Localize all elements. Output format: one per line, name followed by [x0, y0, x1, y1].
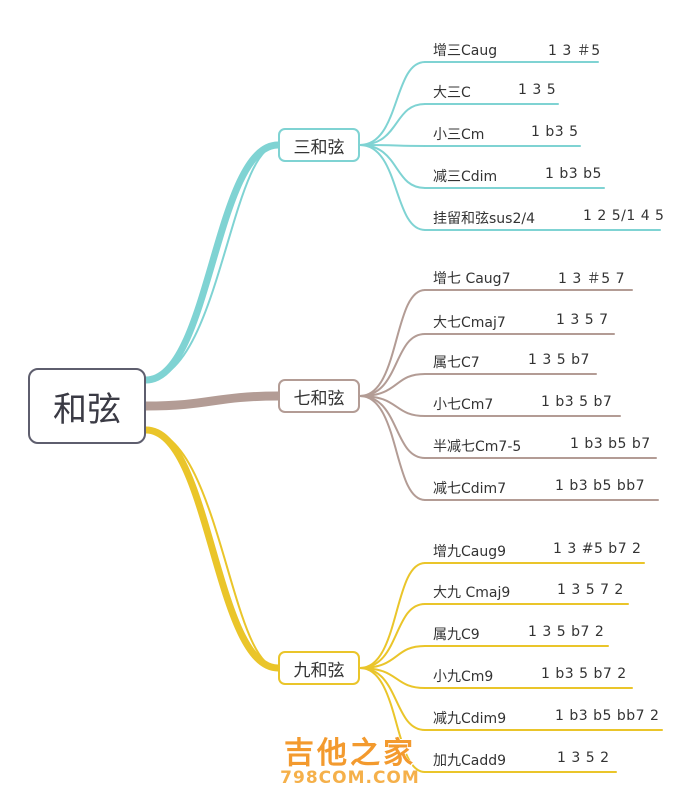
chord-notes: 1 3 5 — [518, 82, 557, 98]
chord-notes: 1 3 5 7 2 — [557, 582, 624, 598]
chord-notes: 1 b3 b5 bb7 2 — [555, 708, 660, 724]
leaf-connector-1-1 — [359, 333, 426, 397]
chord-name: 增七 Caug7 — [433, 271, 511, 287]
chord-notes: 1 3 5 b7 — [528, 352, 590, 368]
chord-notes: 1 b3 b5 bb7 — [555, 478, 646, 494]
leaf-connector-0-0 — [359, 61, 426, 146]
root-connector-0 — [142, 141, 282, 384]
chord-name: 半减七Cm7-5 — [433, 439, 522, 455]
chord-name: 大三C — [433, 85, 471, 101]
leaf-connector-1-5 — [359, 395, 426, 501]
leaf-connector-1-3 — [359, 395, 426, 417]
chord-name: 小三Cm — [433, 127, 485, 143]
leaf-connector-0-4 — [359, 144, 426, 231]
leaf-connector-0-3 — [359, 144, 426, 189]
chord-name: 小七Cm7 — [433, 397, 494, 413]
chord-notes: 1 3 ＃5 7 — [558, 271, 625, 287]
chord-notes: 1 3 ＃5 — [548, 43, 601, 59]
chord-notes: 1 3 5 7 — [556, 312, 609, 328]
chord-name: 小九Cm9 — [433, 669, 494, 685]
chord-name: 减三Cdim — [433, 169, 498, 185]
branch-node-0: 三和弦 — [278, 128, 360, 162]
chord-notes: 1 2 5/1 4 5 — [583, 208, 665, 224]
root-connector-thin-0 — [145, 144, 279, 381]
chord-name: 大七Cmaj7 — [433, 315, 506, 331]
chord-notes: 1 3 5 b7 2 — [528, 624, 605, 640]
branch-label: 九和弦 — [293, 660, 345, 681]
branch-label: 三和弦 — [293, 137, 345, 158]
chord-notes: 1 3 #5 b7 2 — [553, 541, 642, 557]
leaf-connector-2-5 — [359, 667, 426, 773]
chord-name: 挂留和弦sus2/4 — [433, 211, 535, 227]
branch-label: 七和弦 — [293, 388, 345, 409]
branch-node-2: 九和弦 — [278, 651, 360, 685]
chord-notes: 1 3 5 2 — [557, 750, 610, 766]
chord-notes: 1 b3 5 b7 2 — [541, 666, 627, 682]
leaf-connector-2-0 — [359, 562, 426, 669]
chord-notes: 1 b3 b5 b7 — [570, 436, 651, 452]
chord-notes: 1 b3 5 — [531, 124, 579, 140]
chord-notes: 1 b3 5 b7 — [541, 394, 613, 410]
leaf-connector-2-2 — [359, 645, 426, 669]
chord-name: 减九Cdim9 — [433, 711, 507, 727]
root-connector-thin-2 — [145, 429, 279, 669]
chord-notes: 1 b3 b5 — [545, 166, 602, 182]
root-node-chords: 和弦 — [28, 368, 146, 444]
chord-name: 大九 Cmaj9 — [433, 585, 511, 601]
leaf-connector-0-1 — [359, 103, 426, 146]
leaf-connector-1-0 — [359, 289, 426, 397]
branch-node-1: 七和弦 — [278, 379, 360, 413]
chord-name: 属九C9 — [433, 627, 480, 643]
leaf-connector-2-4 — [359, 667, 426, 731]
chord-name: 增三Caug — [433, 43, 498, 59]
root-connector-2 — [142, 426, 282, 672]
leaf-connector-1-4 — [359, 395, 426, 459]
chord-name: 增九Caug9 — [433, 544, 507, 560]
leaf-connector-1-2 — [359, 373, 426, 397]
chord-name: 减七Cdim7 — [433, 481, 507, 497]
leaf-connector-2-3 — [359, 667, 426, 689]
root-label: 和弦 — [53, 389, 121, 430]
root-connector-thin-1 — [145, 395, 279, 407]
leaf-connector-2-1 — [359, 603, 426, 669]
chord-name: 属七C7 — [433, 355, 480, 371]
chord-name: 加九Cadd9 — [433, 753, 507, 769]
